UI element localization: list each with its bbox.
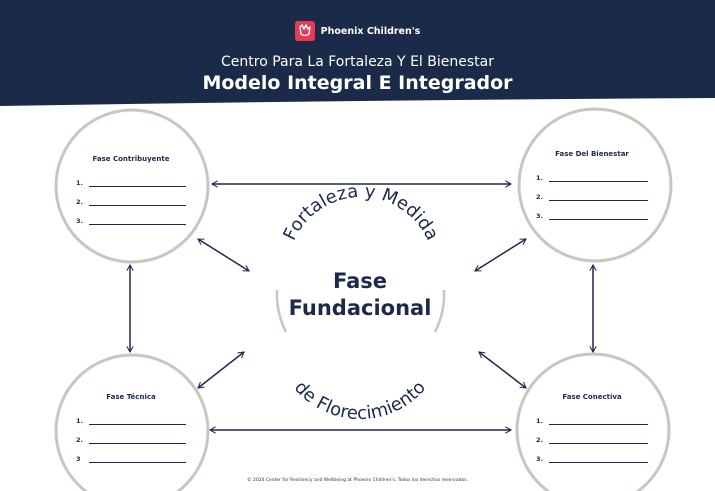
list-item: 3 <box>76 444 186 463</box>
blank-line[interactable] <box>549 434 648 444</box>
blank-line[interactable] <box>89 415 186 425</box>
copyright-footer: © 2024 Center for Resiliency and Wellbei… <box>247 478 468 483</box>
page-subtitle: Centro Para La Fortaleza Y El Bienestar <box>221 54 494 70</box>
phase-title: Fase Contribuyente <box>92 155 170 163</box>
blank-line[interactable] <box>549 415 648 425</box>
phase-circle-bienestar <box>517 107 673 263</box>
list-item: 2. <box>76 187 186 206</box>
page-title: Modelo Integral E Integrador <box>202 72 513 94</box>
phase-title: Fase Del Bienestar <box>555 150 629 158</box>
phase-tecnica: Fase Técnica 1. 2. 3 <box>76 393 186 463</box>
phase-title: Fase Técnica <box>106 393 156 401</box>
phoenix-logo-icon <box>294 21 315 41</box>
blank-line[interactable] <box>89 215 186 225</box>
center-title-line2: Fundacional <box>288 296 432 320</box>
phase-circle-contribuyente <box>54 108 210 264</box>
header-background <box>0 0 715 106</box>
phase-title: Fase Conectiva <box>562 393 622 401</box>
center-arc-bottom-text: de Florecimiento <box>290 377 430 424</box>
blank-line[interactable] <box>549 172 648 182</box>
arrow-diagonal-bottom-right <box>478 351 527 389</box>
list-item: 1. <box>536 163 648 182</box>
list-item: 1. <box>536 406 648 425</box>
brand-logo: Phoenix Children's <box>0 21 715 41</box>
list-item: 1. <box>76 168 186 187</box>
phase-bienestar: Fase Del Bienestar 1. 2. 3. <box>536 150 648 220</box>
blank-line[interactable] <box>549 210 648 220</box>
blank-line[interactable] <box>89 177 186 187</box>
arrow-diagonal-top-right <box>474 238 527 272</box>
blank-line[interactable] <box>549 191 648 201</box>
blank-line[interactable] <box>89 453 186 463</box>
phase-conectiva: Fase Conectiva 1. 2. 3. <box>536 393 648 463</box>
blank-line[interactable] <box>89 434 186 444</box>
list-item: 3. <box>536 201 648 220</box>
list-item: 3. <box>76 206 186 225</box>
list-item: 2. <box>76 425 186 444</box>
phase-contribuyente: Fase Contribuyente 1. 2. 3. <box>76 155 186 225</box>
blank-line[interactable] <box>549 453 648 463</box>
center-ring-left <box>275 289 288 333</box>
center-arc-top-text: Fortaleza y Medida <box>279 181 442 244</box>
header-banner: Phoenix Children's Centro Para La Fortal… <box>0 0 715 107</box>
center-ring-right <box>433 289 446 333</box>
list-item: 2. <box>536 182 648 201</box>
arrow-diagonal-top-left <box>197 238 250 272</box>
blank-line[interactable] <box>89 196 186 206</box>
phase-circle-conectiva <box>515 352 671 491</box>
list-item: 3. <box>536 444 648 463</box>
arrow-diagonal-bottom-left <box>197 351 245 389</box>
list-item: 1. <box>76 406 186 425</box>
center-title-line1: Fase <box>332 269 388 293</box>
phase-circle-tecnica <box>54 353 210 491</box>
brand-name: Phoenix Children's <box>320 25 421 37</box>
list-item: 2. <box>536 425 648 444</box>
